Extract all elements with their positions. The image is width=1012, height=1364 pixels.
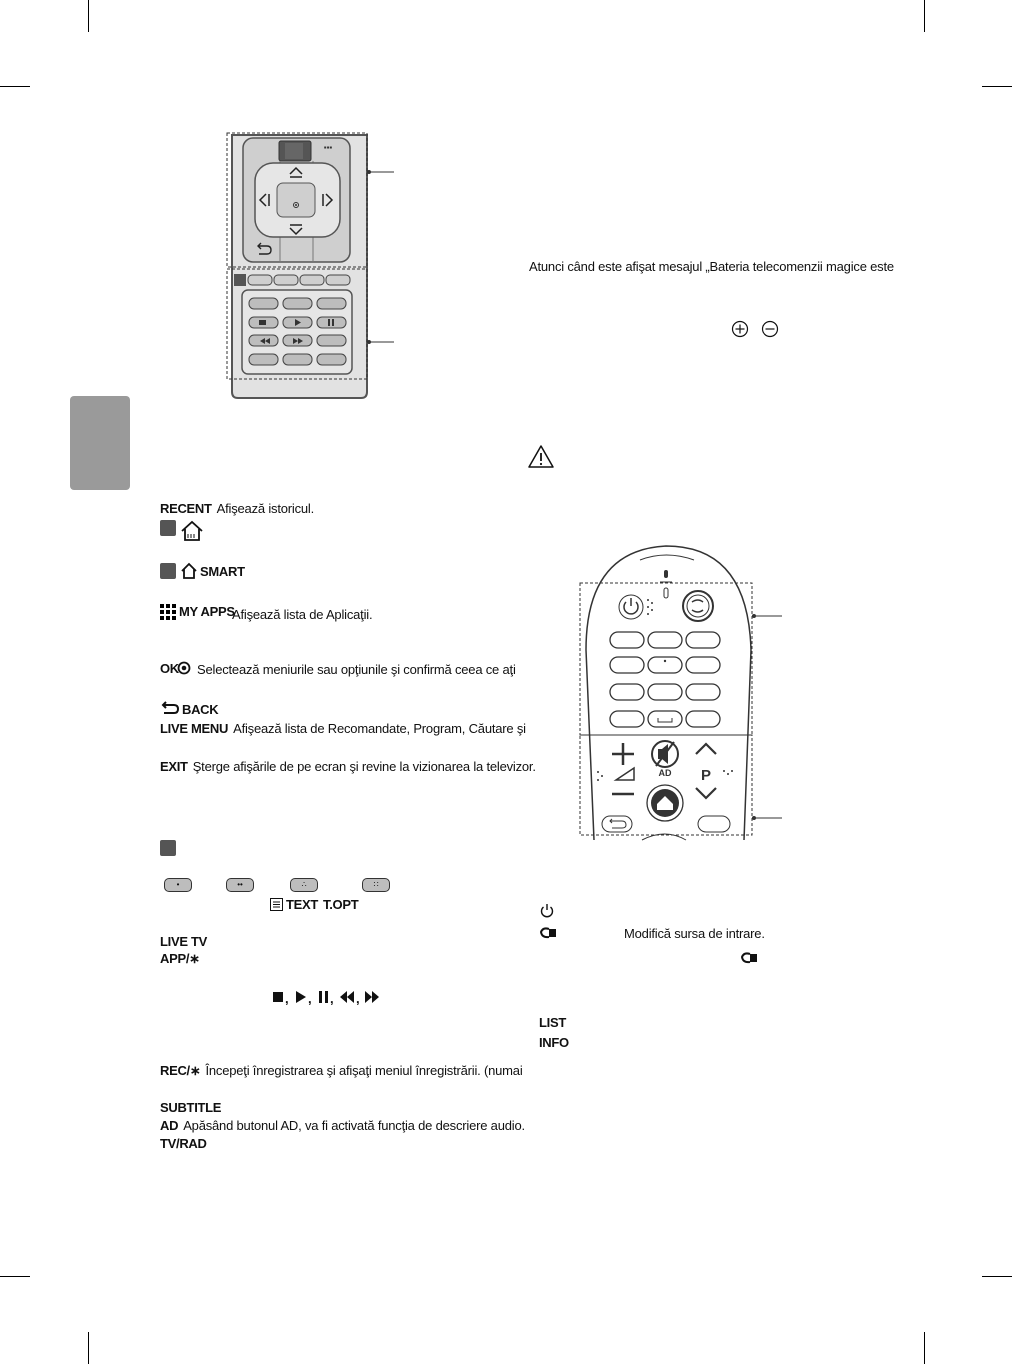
list-line: LIST — [539, 1015, 571, 1031]
app-key: APP/∗ — [160, 951, 200, 966]
subtitle-key: SUBTITLE — [160, 1100, 222, 1115]
color-pill-yellow: ∴ — [290, 878, 318, 892]
myapps-line: MY APPS — [179, 604, 240, 620]
rec-key: REC/∗ — [160, 1063, 201, 1078]
dark-square-icon — [160, 563, 176, 579]
magic-p-label: P — [701, 767, 711, 784]
tvrad-line: TV/RAD — [160, 1136, 212, 1152]
playback-separator: , — [356, 991, 360, 1005]
back-label: BACK — [182, 702, 223, 718]
crop-mark — [982, 1276, 1012, 1277]
warning-icon — [528, 445, 554, 468]
back-arrow-icon — [161, 701, 180, 714]
magic-ad-label: AD — [659, 768, 672, 778]
subtitle-line: SUBTITLE — [160, 1100, 226, 1116]
exit-key: EXIT — [160, 759, 188, 774]
power-icon — [540, 904, 554, 918]
language-side-tab — [70, 396, 130, 490]
smart-label: SMART — [200, 564, 250, 580]
crop-mark — [88, 0, 89, 32]
crop-mark — [924, 1332, 925, 1364]
back-key: BACK — [182, 702, 219, 717]
ok-key-label: OK — [160, 661, 179, 676]
input-icon — [539, 927, 556, 939]
crop-mark — [982, 86, 1012, 87]
livetv-key: LIVE TV — [160, 934, 208, 949]
smart-key: SMART — [200, 564, 245, 579]
dark-square-icon — [160, 840, 176, 856]
livemenu-key: LIVE MENU — [160, 721, 229, 736]
color-pill-red: • — [164, 878, 192, 892]
text-topt-line: TEXT T.OPT — [286, 897, 363, 913]
exit-line: EXIT Şterge afişările de pe ecran şi revi… — [160, 759, 536, 775]
list-key: LIST — [539, 1015, 566, 1030]
recent-desc: Afişează istoricul. — [216, 501, 315, 516]
playback-separator: , — [330, 991, 334, 1005]
playback-icons: , , , , — [273, 991, 379, 1005]
ad-desc: Apăsând butonul AD, va fi activată funcţ… — [183, 1118, 525, 1133]
input-icon — [740, 952, 757, 964]
crop-mark — [0, 86, 30, 87]
battery-message: Atunci când este afişat mesajul „Bateria… — [529, 259, 894, 274]
apps-grid-icon — [160, 604, 176, 620]
dark-square-icon — [160, 520, 176, 536]
recent-line: RECENT Afişează istoricul. — [160, 501, 314, 517]
plus-circle-icon — [731, 320, 749, 338]
tvrad-key: TV/RAD — [160, 1136, 207, 1151]
crop-mark — [924, 0, 925, 32]
rec-desc: Începeţi înregistrarea şi afişaţi meniul… — [205, 1063, 523, 1078]
livemenu-desc: Afişează lista de Recomandate, Program, … — [233, 721, 526, 736]
crop-mark — [0, 1276, 30, 1277]
rec-line: REC/∗ Începeţi înregistrarea şi afişaţi m… — [160, 1063, 523, 1079]
ok-desc: Selectează meniurile sau opţiunile şi co… — [197, 662, 516, 677]
crop-mark — [88, 1332, 89, 1364]
info-line: INFO — [539, 1035, 574, 1051]
ok-circle-icon — [177, 661, 191, 675]
ad-line: AD Apăsând butonul AD, va fi activată fun… — [160, 1118, 525, 1134]
home-icon — [181, 520, 203, 541]
color-pill-green: •• — [226, 878, 254, 892]
teletext-icon — [270, 898, 283, 911]
playback-separator: , — [285, 991, 289, 1005]
topt-key: T.OPT — [323, 897, 359, 912]
text-key: TEXT — [286, 897, 319, 912]
livemenu-line: LIVE MENU Afişează lista de Recomandate, … — [160, 721, 526, 737]
exit-desc: Şterge afişările de pe ecran şi revine l… — [192, 759, 536, 774]
svg-text:▪▪▪: ▪▪▪ — [324, 143, 333, 152]
standard-remote-illustration: ▪▪▪ — [226, 132, 394, 399]
app-line: APP/∗ — [160, 951, 205, 967]
myapps-desc: Afişează lista de Aplicaţii. — [232, 607, 373, 622]
myapps-key: MY APPS — [179, 604, 235, 619]
color-pill-blue: ∷ — [362, 878, 390, 892]
magic-remote-illustration: AD P — [579, 545, 782, 841]
livetv-line: LIVE TV — [160, 934, 212, 950]
home-icon — [181, 562, 197, 579]
ok-key: OK — [160, 661, 181, 677]
input-desc: Modifică sursa de intrare. — [624, 926, 765, 941]
info-key: INFO — [539, 1035, 569, 1050]
ad-key: AD — [160, 1118, 179, 1133]
playback-separator: , — [308, 991, 312, 1005]
recent-key: RECENT — [160, 501, 212, 516]
minus-circle-icon — [761, 320, 779, 338]
